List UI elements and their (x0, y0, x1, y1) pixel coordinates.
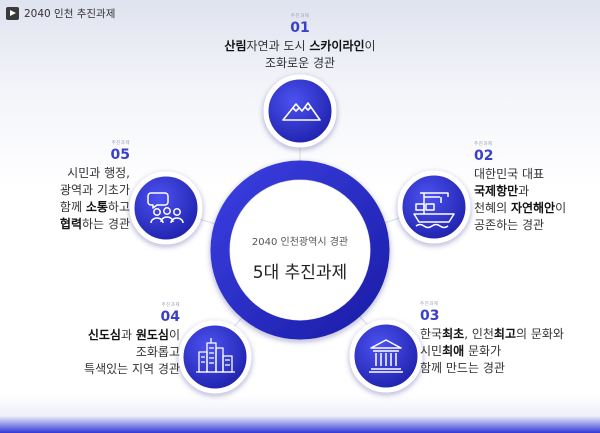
task-line: 한국최초, 인천최고의 문화와 (420, 327, 564, 341)
task-01-number: 01 (290, 20, 310, 36)
task-line: 대한민국 대표 (474, 167, 545, 181)
museum-icon (369, 339, 403, 373)
task-line: 조화롭고 (135, 345, 180, 359)
play-arrow-icon (6, 7, 19, 20)
task-05-number: 05 (110, 147, 130, 163)
section-header: 2040 인천 추진과제 (6, 6, 115, 21)
task-line: 시민과 행정, (67, 166, 130, 180)
node-04 (178, 320, 252, 394)
task-line: 함께 만드는 경관 (420, 361, 505, 375)
task-03-sub: 추진과제 (420, 302, 439, 307)
city-buildings-icon (196, 338, 235, 373)
task-line: 조화로운 경관 (264, 56, 336, 70)
task-line: 천혜의 자연해안이 (474, 201, 567, 215)
footer-gradient (0, 395, 600, 433)
task-line: 광역과 기초가 (59, 183, 130, 197)
task-line: 신도심과 원도심이 (87, 328, 180, 342)
section-title: 2040 인천 추진과제 (24, 8, 116, 20)
task-line: 산림자연과 도시 스카이라인이 (224, 39, 376, 53)
people-talk-icon (147, 192, 184, 224)
main-ring (210, 160, 390, 340)
center-subtitle: 2040 인천광역시 경관 (251, 237, 349, 248)
task-03-number: 03 (420, 308, 440, 324)
task-line: 함께 소통하고 (59, 200, 130, 214)
task-line: 협력하는 경관 (59, 217, 130, 231)
task-line: 시민최애 문화가 (420, 344, 502, 358)
task-05-sub: 추진과제 (111, 141, 130, 146)
center-label: 2040 인천광역시 경관 5대 추진과제 (228, 233, 372, 283)
task-line: 공존하는 경관 (474, 218, 545, 232)
task-01-sub: 추진과제 (290, 14, 310, 19)
port-crane-icon (413, 192, 455, 229)
task-line: 국제항만과 (474, 184, 530, 198)
task-02-number: 02 (474, 148, 494, 164)
task-04-number: 04 (160, 309, 180, 325)
node-01 (263, 74, 337, 148)
task-line: 특색있는 지역 경관 (84, 362, 180, 376)
inner-disc (230, 180, 370, 320)
center-title: 5대 추진과제 (252, 263, 348, 283)
task-02-sub: 추진과제 (474, 142, 493, 147)
task-04-sub: 추진과제 (161, 303, 180, 308)
mountain-icon (282, 102, 321, 121)
